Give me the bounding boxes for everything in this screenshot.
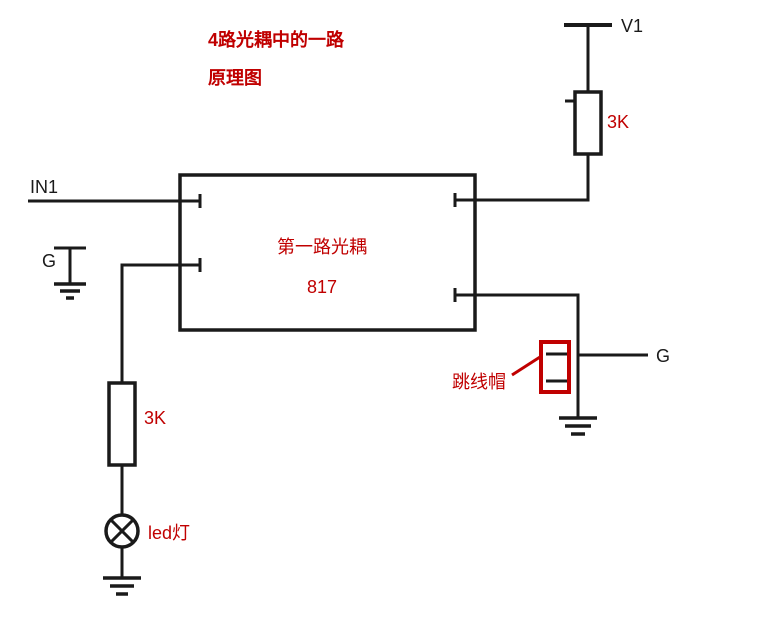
resistor-r1: 3K (565, 90, 629, 156)
v1-label: V1 (621, 16, 643, 36)
resistor-r2: 3K (107, 381, 166, 467)
jumper-cap-outline (539, 340, 571, 394)
resistor-r2-body (107, 381, 137, 467)
r1-value-label: 3K (607, 112, 629, 132)
ground-right-label: G (656, 346, 670, 366)
wire-r1-to-opto (455, 154, 590, 202)
jumper-label: 跳线帽 (452, 372, 506, 392)
led-lamp: led灯 (104, 513, 190, 549)
ground-symbol-bottom-left (103, 576, 141, 596)
wire-opto-to-r2 (120, 263, 200, 383)
ground-left: G (42, 246, 86, 300)
wire-opto-to-jumper (455, 293, 580, 418)
r2-value-label: 3K (144, 408, 166, 428)
optocoupler-name-label: 第一路光耦 (277, 237, 367, 257)
in1-label: IN1 (30, 177, 58, 197)
title-line1: 4路光耦中的一路 (208, 29, 345, 50)
title-line2: 原理图 (208, 68, 262, 88)
jumper-pointer-line (511, 355, 541, 377)
resistor-r1-body (573, 90, 603, 156)
ground-left-label: G (42, 251, 56, 271)
input-in1: IN1 (28, 177, 202, 208)
jumper-cap: 跳线帽 (452, 340, 571, 394)
optocoupler-part-label: 817 (307, 277, 337, 297)
power-rail-v1: V1 (564, 16, 643, 92)
optocoupler-box: 第一路光耦 817 (178, 173, 477, 332)
led-label: led灯 (148, 523, 190, 543)
led-cross-line (109, 518, 135, 544)
ground-symbol-bottom-right (559, 416, 597, 436)
optocoupler-outline (178, 173, 477, 332)
ground-symbol-left (54, 282, 86, 300)
